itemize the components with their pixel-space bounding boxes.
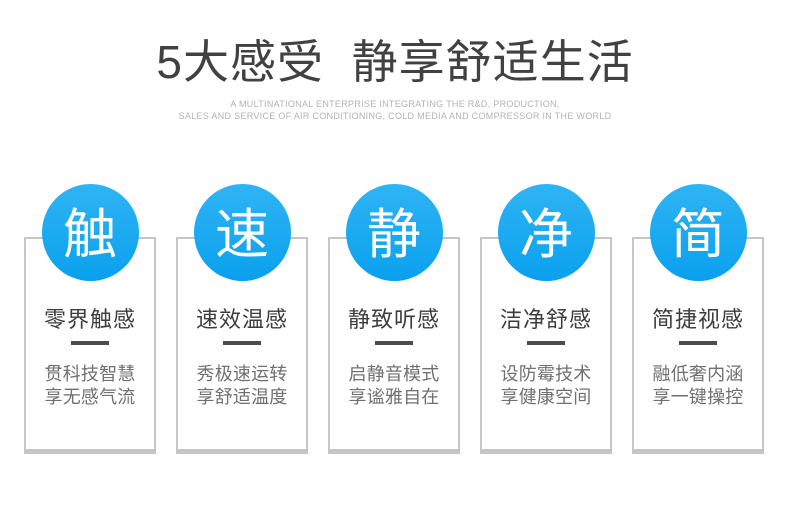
- card-body-line-2: 享谧雅自在: [348, 387, 440, 407]
- feature-column-quiet: 静 静致听感 启静音模式 享谧雅自在: [328, 184, 460, 454]
- card-body: 融低奢内涵 享一键操控: [634, 363, 762, 409]
- card-body-line-2: 享健康空间: [500, 387, 592, 407]
- card-body-line-2: 享无感气流: [44, 387, 136, 407]
- card-body-line-1: 设防霉技术: [500, 364, 592, 384]
- card-title: 简捷视感: [651, 307, 744, 332]
- quiet-badge-character: 静: [367, 204, 421, 265]
- card-body-line-1: 贯科技智慧: [44, 364, 136, 384]
- subtitle-line-2: SALES AND SERVICE OF AIR CONDITIONING, C…: [178, 111, 612, 121]
- divider: [375, 341, 413, 345]
- touch-badge-character: 触: [63, 204, 117, 265]
- card-title: 洁净舒感: [499, 307, 592, 332]
- quiet-badge-circle: 静: [345, 184, 443, 281]
- card-body-line-1: 启静音模式: [348, 364, 440, 384]
- clean-badge-circle: 净: [497, 184, 595, 281]
- card-body: 秀极速运转 享舒适温度: [178, 363, 306, 409]
- card-body: 设防霉技术 享健康空间: [482, 363, 610, 409]
- clean-badge-character: 净: [519, 204, 573, 265]
- card-title: 零界触感: [43, 307, 136, 332]
- feature-column-touch: 触 零界触感 贯科技智慧 享无感气流: [24, 184, 156, 454]
- speed-badge-character: 速: [215, 204, 269, 265]
- card-body: 启静音模式 享谧雅自在: [330, 363, 458, 409]
- simple-badge-character: 简: [671, 204, 725, 265]
- hero-header: 5大感受 静享舒适生活 A MULTINATIONAL ENTERPRISE I…: [0, 0, 790, 122]
- divider: [527, 341, 565, 345]
- feature-cards-row: 触 零界触感 贯科技智慧 享无感气流 速 速效温感 秀极速运转 享舒适温度 静: [0, 184, 790, 454]
- simple-badge-circle: 简: [649, 184, 747, 281]
- card-body-line-1: 秀极速运转: [196, 364, 288, 384]
- card-body-line-1: 融低奢内涵: [652, 364, 744, 384]
- divider: [679, 341, 717, 345]
- card-title: 速效温感: [195, 307, 288, 332]
- card-title: 静致听感: [347, 307, 440, 332]
- feature-column-simple: 简 简捷视感 融低奢内涵 享一键操控: [632, 184, 764, 454]
- card-body-line-2: 享舒适温度: [196, 387, 288, 407]
- subtitle: A MULTINATIONAL ENTERPRISE INTEGRATING T…: [0, 98, 790, 122]
- divider: [71, 341, 109, 345]
- touch-badge-circle: 触: [41, 184, 139, 281]
- feature-column-clean: 净 洁净舒感 设防霉技术 享健康空间: [480, 184, 612, 454]
- subtitle-line-1: A MULTINATIONAL ENTERPRISE INTEGRATING T…: [230, 99, 560, 109]
- card-body-line-2: 享一键操控: [652, 387, 744, 407]
- feature-card-speed: 速效温感 秀极速运转 享舒适温度: [176, 237, 308, 454]
- speed-badge-circle: 速: [193, 184, 291, 281]
- card-body: 贯科技智慧 享无感气流: [26, 363, 154, 409]
- page-title: 5大感受 静享舒适生活: [156, 36, 634, 88]
- divider: [223, 341, 261, 345]
- feature-column-speed: 速 速效温感 秀极速运转 享舒适温度: [176, 184, 308, 454]
